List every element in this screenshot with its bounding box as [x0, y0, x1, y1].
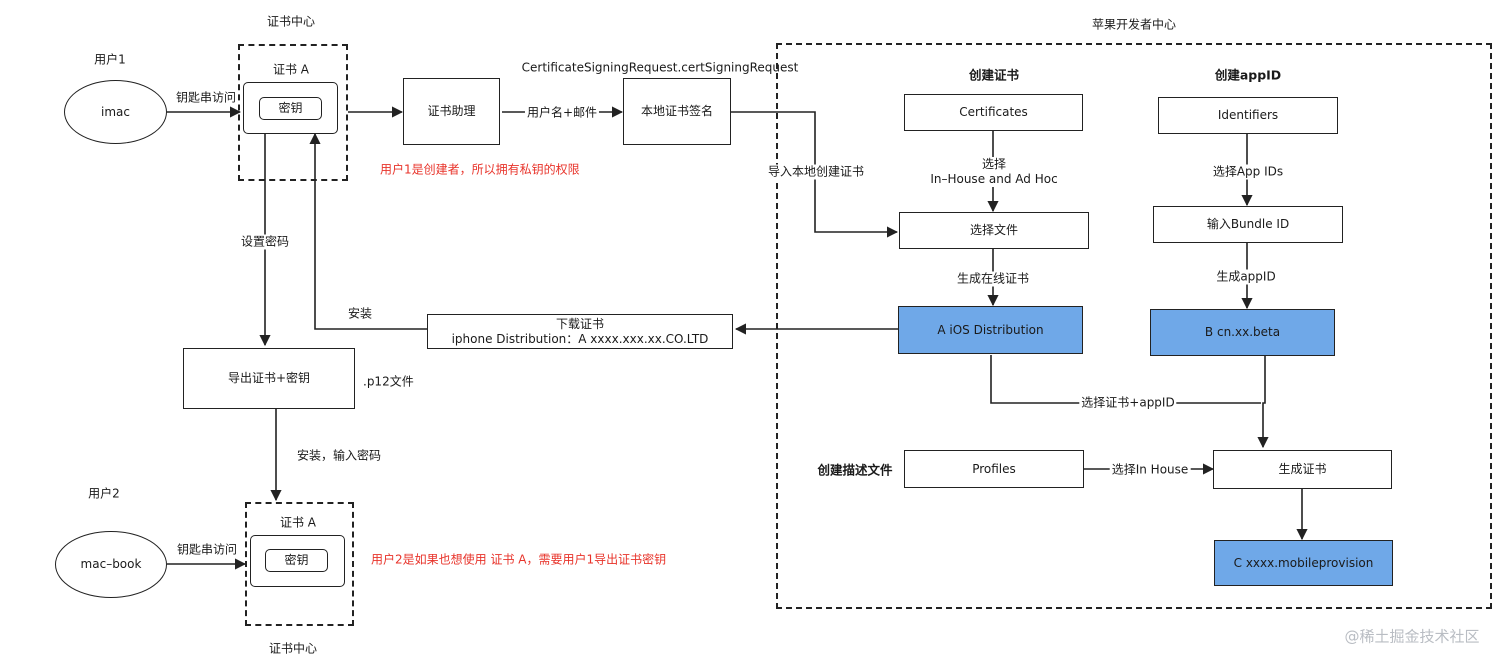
install-enter-password-label: 安装，输入密码: [297, 448, 382, 463]
user1-note: 用户1是创建者，所以拥有私钥的权限: [380, 162, 580, 177]
identifiers-node: Identifiers: [1158, 97, 1338, 134]
choose-app-ids-label: 选择App IDs: [1210, 164, 1286, 180]
username-email-label: 用户名+邮件: [524, 105, 600, 121]
set-password-label: 设置密码: [238, 234, 292, 250]
mobileprovision-node: C xxxx.mobileprovision: [1214, 540, 1393, 586]
user2-note: 用户2是如果也想使用 证书 A，需要用户1导出证书密钥: [371, 552, 667, 567]
choose-cert-appid-label: 选择证书+appID: [1079, 395, 1177, 411]
generate-cert-node: 生成证书: [1213, 450, 1392, 489]
export-cert-key-node: 导出证书+密钥: [183, 348, 355, 409]
watermark: @稀土掘金技术社区: [1344, 627, 1480, 646]
download-cert-node: 下载证书 iphone Distribution：A xxxx.xxx.xx.C…: [427, 314, 733, 349]
user2-label: 用户2: [88, 486, 120, 501]
input-bundle-id-node: 输入Bundle ID: [1153, 206, 1343, 243]
keychain-access-label-1: 钥匙串访问: [175, 90, 237, 105]
cert-a-title-top: 证书 A: [272, 62, 310, 77]
p12-file-label: .p12文件: [363, 374, 414, 389]
cert-center-group-bottom: [245, 502, 354, 626]
cert-assistant-node: 证书助理: [403, 78, 500, 145]
generate-online-cert-label: 生成在线证书: [954, 271, 1032, 287]
apple-dev-center-group: [776, 43, 1492, 609]
import-local-label: 导入本地创建证书: [765, 164, 867, 180]
certificates-node: Certificates: [904, 94, 1083, 131]
local-cert-sign-node: 本地证书签名: [623, 78, 731, 145]
create-appid-heading: 创建appID: [1214, 67, 1282, 83]
profiles-node: Profiles: [904, 450, 1084, 488]
edge-beta-to-generate: [1257, 356, 1269, 449]
install-label: 安装: [347, 306, 373, 321]
imac-node: imac: [64, 80, 167, 144]
cert-center-top-label: 证书中心: [266, 14, 316, 29]
user1-label: 用户1: [94, 52, 126, 67]
create-cert-heading: 创建证书: [968, 67, 1020, 83]
create-profile-heading: 创建描述文件: [817, 462, 893, 478]
csr-filename-label: CertificateSigningRequest.certSigningReq…: [521, 60, 799, 75]
key-node-top: 密钥: [259, 97, 322, 120]
edge-download-to-cert-center: [309, 132, 427, 330]
ios-distribution-node: A iOS Distribution: [898, 306, 1083, 354]
apple-dev-center-label: 苹果开发者中心: [1091, 17, 1177, 32]
bundle-beta-node: B cn.xx.beta: [1150, 309, 1335, 356]
keychain-access-label-2: 钥匙串访问: [176, 542, 238, 557]
choose-inhouse-label: 选择 In–House and Ad Hoc: [928, 157, 1060, 187]
choose-in-house-label: 选择In House: [1109, 462, 1191, 478]
key-node-bottom: 密钥: [265, 549, 328, 572]
cert-center-bottom-label: 证书中心: [268, 641, 318, 656]
cert-center-group-top: [238, 44, 348, 181]
macbook-node: mac–book: [55, 531, 167, 598]
generate-appid-label: 生成appID: [1214, 269, 1278, 285]
choose-file-node: 选择文件: [899, 212, 1089, 249]
cert-a-title-bottom: 证书 A: [279, 515, 317, 530]
